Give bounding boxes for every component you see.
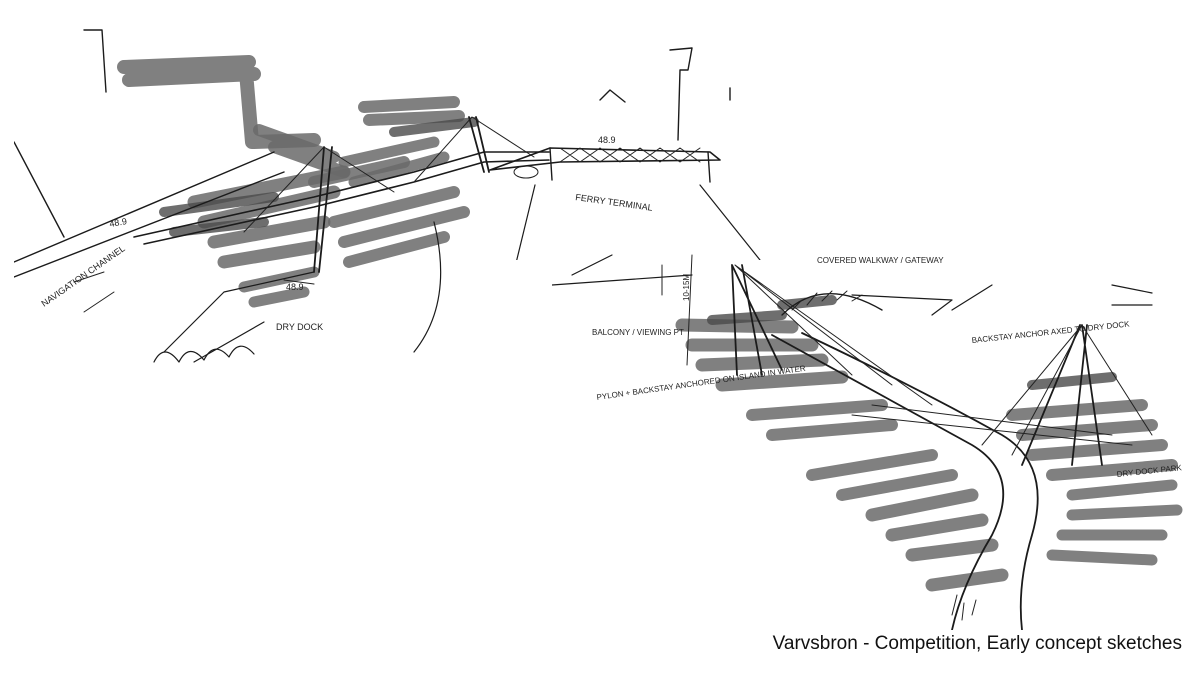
annotation-span: 48.9 <box>109 216 128 229</box>
sketch-right-drawing: 10-15M COVERED WALKWAY / GATEWAY BALCONY… <box>552 254 1183 630</box>
sketch-left: 48.9 48.9 NAVIGATION CHANNEL DRY DOCK <box>14 22 552 374</box>
annotation-span-top: 48.9 <box>598 135 616 145</box>
walkway-truss <box>489 147 721 183</box>
annotation-height: 10-15M <box>682 274 691 301</box>
caption: Varvsbron - Competition, Early concept s… <box>772 633 1182 654</box>
annotation-balcony: BALCONY / VIEWING PT <box>592 328 684 337</box>
marker-shading <box>117 55 479 308</box>
sketch-right: 10-15M COVERED WALKWAY / GATEWAY BALCONY… <box>552 115 1186 630</box>
annotation-dry-dock: DRY DOCK <box>276 322 323 332</box>
annotation-span-lower: 48.9 <box>286 282 304 292</box>
sketch-left-drawing: 48.9 48.9 NAVIGATION CHANNEL DRY DOCK <box>14 29 550 363</box>
pen-linework <box>14 29 550 363</box>
pen-linework <box>552 254 1153 630</box>
annotation-covered-walkway: COVERED WALKWAY / GATEWAY <box>817 256 944 265</box>
ferry-terminal-drawing: 48.9 FERRY TERMINAL <box>489 47 761 260</box>
annotation-navigation-channel: NAVIGATION CHANNEL <box>39 243 126 308</box>
annotation-backstay-anchor: BACKSTAY ANCHOR AXED TO DRY DOCK <box>971 319 1130 345</box>
